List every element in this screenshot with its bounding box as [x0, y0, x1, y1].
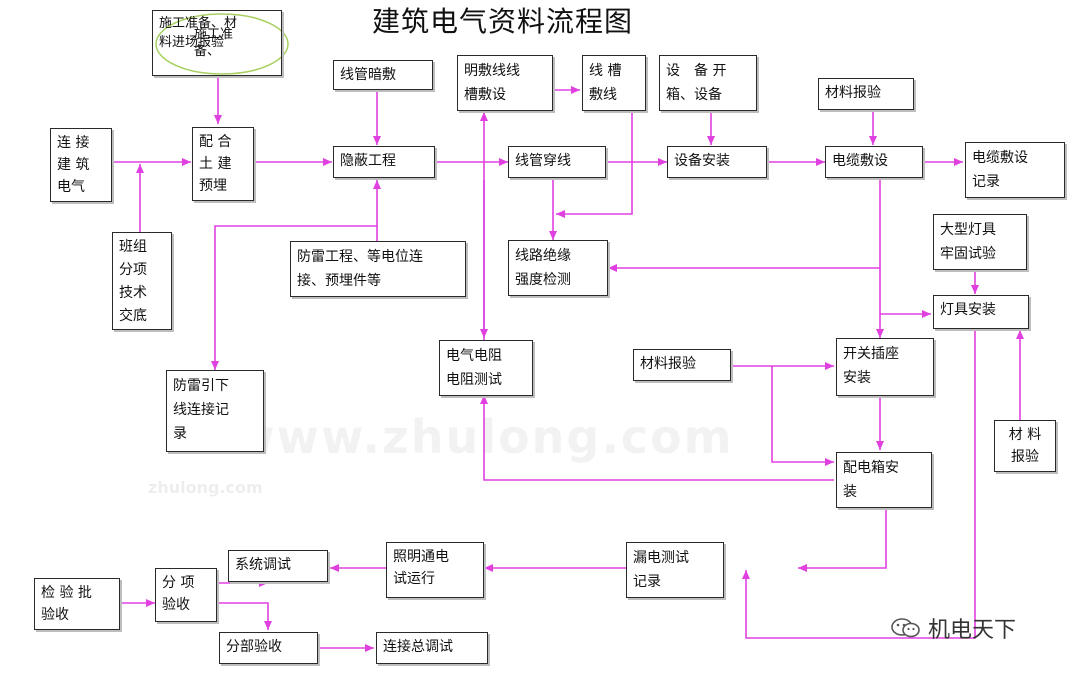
box-cable-rec: 电缆敷设 记录: [965, 142, 1065, 198]
box-trunking: 线 槽 敷线: [582, 55, 646, 111]
box-conduit: 线管暗敷: [333, 60, 433, 90]
box-insulation: 线路绝缘 强度检测: [508, 240, 608, 296]
arrow-cable-insulation: [608, 180, 881, 272]
box-equip-open: 设 备 开 箱、设备: [659, 55, 757, 111]
box-prep: 施工准备、材 料进场报验: [152, 10, 282, 76]
wechat-icon: [890, 616, 922, 640]
box-overall: 连接总调试: [376, 632, 488, 664]
box-equip-install: 设备安装: [667, 146, 767, 178]
arrow-lamp-leak: [742, 330, 976, 639]
box-tech: 班组 分项 技术 交底: [112, 232, 172, 330]
watermark-small: zhulong.com: [148, 478, 263, 497]
arrow-matswitch-panel: [771, 366, 834, 466]
arrow-to-downlead: [211, 225, 377, 370]
box-embed: 配 合 土 建 预埋: [192, 127, 254, 201]
box-connect: 连 接 建 筑 电气: [50, 128, 112, 202]
box-cable: 电缆敷设: [825, 146, 923, 178]
box-downlead: 防雷引下 线连接记 录: [166, 370, 264, 452]
arrow-panel-leak: [798, 508, 887, 572]
box-big-lamp: 大型灯具 牢固试验: [933, 214, 1027, 270]
box-switch: 开关插座 安装: [836, 338, 934, 396]
box-resistance: 电气电阻 电阻测试: [439, 340, 533, 396]
box-mat-switch: 材料报验: [633, 349, 731, 381]
box-part: 分部验收: [219, 632, 318, 664]
arrow-panel-resistance: [480, 395, 834, 481]
box-hidden: 隐蔽工程: [333, 146, 435, 178]
arrow-item-part: [218, 602, 272, 630]
box-sys-debug: 系统调试: [228, 550, 328, 582]
watermark-main: www.zhulong.com: [232, 410, 734, 464]
box-lamp: 灯具安装: [933, 295, 1029, 329]
box-leak: 漏电测试 记录: [626, 542, 724, 598]
badge-text: 机电天下: [928, 618, 1017, 643]
box-surface: 明敷线线 槽敷设: [457, 55, 553, 111]
highlight-ellipse: [155, 13, 289, 75]
box-panel: 配电箱安 装: [836, 452, 932, 508]
box-lighting-run: 照明通电 试运行: [386, 542, 484, 598]
brand-badge: 机电天下: [890, 612, 1016, 644]
box-item: 分 项 验收: [155, 568, 217, 622]
page-title: 建筑电气资料流程图: [372, 5, 634, 38]
box-threading: 线管穿线: [508, 146, 606, 178]
box-prep-overlap: 施工准 备、: [194, 27, 234, 59]
box-mat-lamp: 材 料 报验: [994, 420, 1056, 472]
box-lightning: 防雷工程、等电位连 接、预埋件等: [290, 241, 466, 297]
arrow-trunking-insulation: [556, 110, 633, 218]
box-batch: 检 验 批 验收: [34, 578, 120, 630]
box-mat-cable: 材料报验: [818, 78, 914, 110]
